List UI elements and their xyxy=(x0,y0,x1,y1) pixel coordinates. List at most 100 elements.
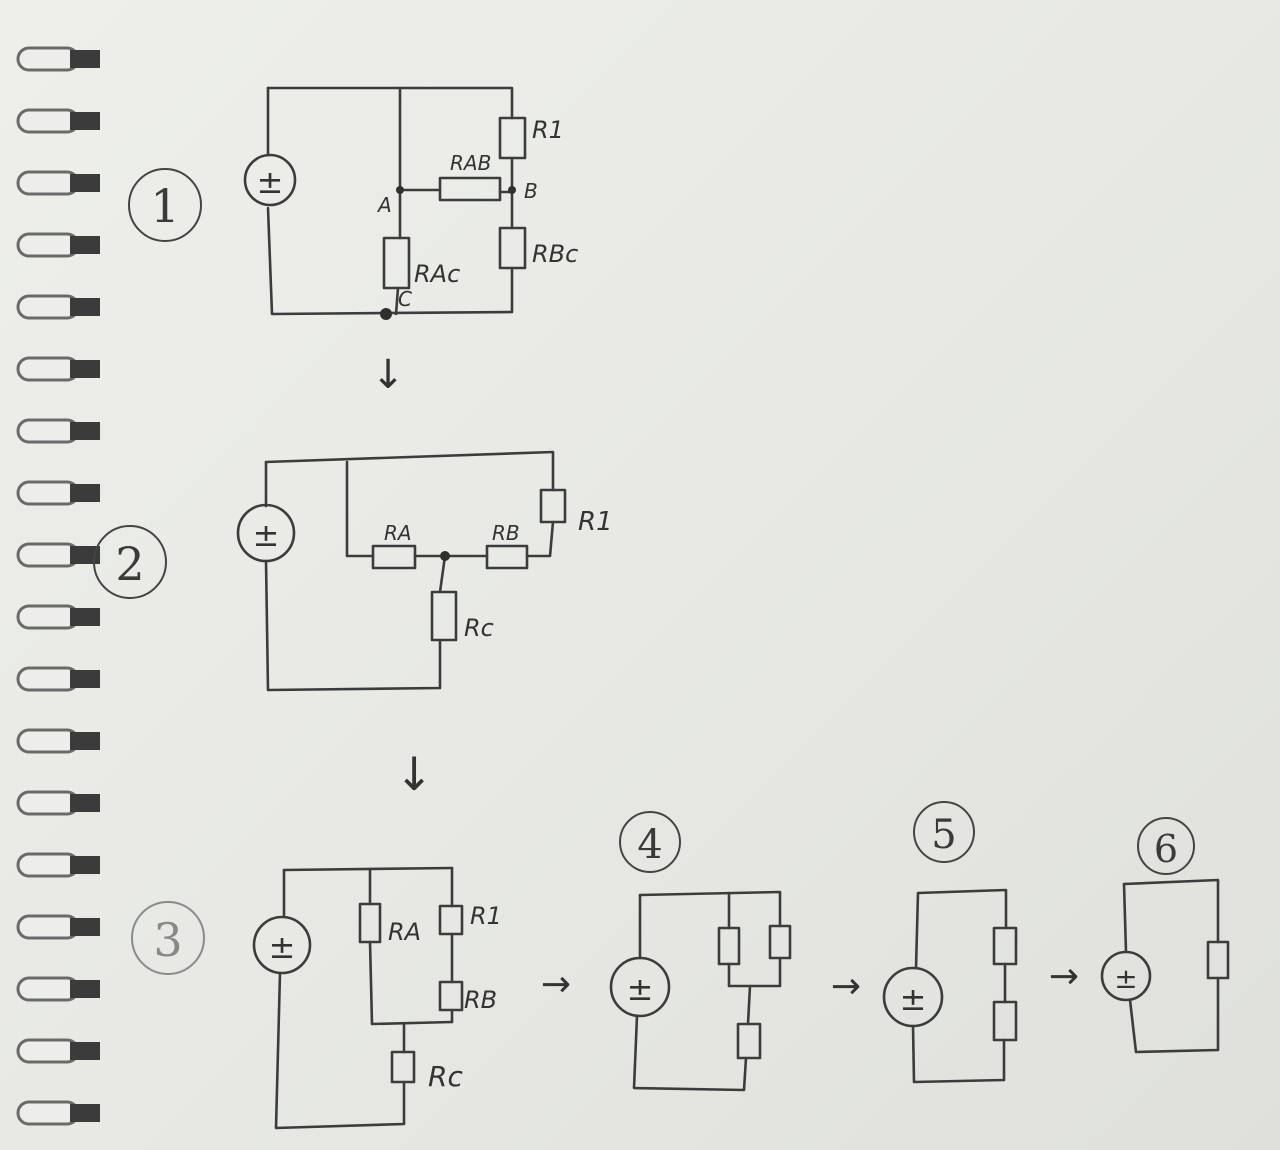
binding-ring xyxy=(16,604,80,630)
resistor-rab xyxy=(438,176,502,202)
binding-hole xyxy=(70,422,100,440)
label-rab: RAB xyxy=(450,151,491,175)
step-2-circuit: 2 ± R1 RA RB Rc xyxy=(93,450,613,692)
binding-ring xyxy=(16,790,80,816)
label-rc: Rc xyxy=(464,614,494,642)
resistor-rac xyxy=(382,236,411,290)
step-4-circuit: 4 ± xyxy=(609,811,792,1092)
binding-hole xyxy=(70,546,100,564)
binding-ring xyxy=(16,170,80,196)
binding-ring xyxy=(16,728,80,754)
binding-hole xyxy=(70,732,100,750)
step-circle xyxy=(1137,817,1195,875)
resistor-rc xyxy=(390,1050,416,1084)
source-label: ± xyxy=(257,163,284,201)
binding-ring xyxy=(16,294,80,320)
label-rb: RB xyxy=(464,986,497,1014)
label-rc: Rc xyxy=(428,1060,463,1093)
binding-ring xyxy=(16,542,80,568)
step-circle xyxy=(131,901,205,975)
binding-hole xyxy=(70,1104,100,1122)
step-6-label: 6 xyxy=(1154,827,1178,871)
binding-hole xyxy=(70,856,100,874)
resistor-r1b xyxy=(768,924,792,960)
binding-ring xyxy=(16,356,80,382)
label-r1: R1 xyxy=(532,116,564,144)
voltage-source-icon xyxy=(1100,950,1152,1002)
voltage-source-icon xyxy=(252,915,312,975)
label-r1: R1 xyxy=(578,507,613,537)
binding-hole xyxy=(70,236,100,254)
step-3-circuit: 3 ± RA R1 RB Rc xyxy=(131,866,502,1130)
resistor-total xyxy=(1206,940,1230,980)
step-circle xyxy=(913,801,975,863)
arrow-down-1: ↓ xyxy=(371,352,405,398)
resistor-rb xyxy=(438,980,464,1012)
binding-hole xyxy=(70,794,100,812)
arrow-right-2: → xyxy=(831,966,861,1007)
binding-ring xyxy=(16,976,80,1002)
resistor-rc xyxy=(736,1022,762,1060)
step-4-label: 4 xyxy=(637,822,662,868)
binding-ring xyxy=(16,1038,80,1064)
binding-hole xyxy=(70,174,100,192)
binding-ring xyxy=(16,46,80,72)
voltage-source-icon xyxy=(609,956,671,1018)
source-label: ± xyxy=(900,980,927,1018)
label-rbc: RBc xyxy=(532,240,578,268)
step-circle xyxy=(619,811,681,873)
binding-hole xyxy=(70,670,100,688)
step-5-label: 5 xyxy=(931,812,956,858)
source-label: ± xyxy=(253,516,280,554)
binding-ring xyxy=(16,914,80,940)
arrow-right-3: → xyxy=(1049,956,1079,997)
label-node-b: B xyxy=(524,179,538,203)
resistor-ra xyxy=(358,902,382,944)
binding-hole xyxy=(70,918,100,936)
binding-ring xyxy=(16,1100,80,1126)
step-5-circuit: 5 ± xyxy=(882,801,1018,1084)
label-ra: RA xyxy=(384,521,412,545)
resistor-rbc xyxy=(498,226,527,270)
binding-ring xyxy=(16,480,80,506)
step-circle xyxy=(93,525,167,599)
step-1-circuit: 1 ± R1 RAB A B RBc RAc C xyxy=(128,86,578,320)
resistor-ra xyxy=(717,926,741,966)
binding-hole xyxy=(70,608,100,626)
label-r1: R1 xyxy=(470,902,502,930)
binding-ring xyxy=(16,418,80,444)
binding-ring xyxy=(16,852,80,878)
label-ra: RA xyxy=(388,918,421,946)
resistor-rc xyxy=(430,590,458,642)
arrow-right-1: → xyxy=(541,964,571,1005)
binding-ring xyxy=(16,108,80,134)
resistor-rb xyxy=(485,544,529,570)
label-rac: RAc xyxy=(414,260,460,288)
spiral-binding xyxy=(16,46,100,1126)
binding-ring xyxy=(16,232,80,258)
resistor-r1 xyxy=(539,488,567,524)
binding-hole xyxy=(70,484,100,502)
resistor-ra xyxy=(371,544,417,570)
binding-hole xyxy=(70,360,100,378)
arrow-down-2: ↓ xyxy=(395,747,434,801)
source-label: ± xyxy=(1114,962,1137,995)
binding-hole xyxy=(70,50,100,68)
voltage-source-icon xyxy=(243,153,297,207)
binding-hole xyxy=(70,298,100,316)
step-3-label: 3 xyxy=(153,913,182,967)
step-6-circuit: 6 ± xyxy=(1100,817,1230,1054)
binding-ring xyxy=(16,666,80,692)
resistor-r1 xyxy=(498,116,527,160)
binding-hole xyxy=(70,1042,100,1060)
step-1-label: 1 xyxy=(150,179,179,233)
source-label: ± xyxy=(627,970,654,1008)
resistor-rc xyxy=(992,1000,1018,1042)
label-node-c: C xyxy=(398,287,412,311)
step-2-label: 2 xyxy=(115,537,144,591)
source-label: ± xyxy=(269,928,296,966)
label-rb: RB xyxy=(492,521,520,545)
label-node-a: A xyxy=(376,193,392,217)
